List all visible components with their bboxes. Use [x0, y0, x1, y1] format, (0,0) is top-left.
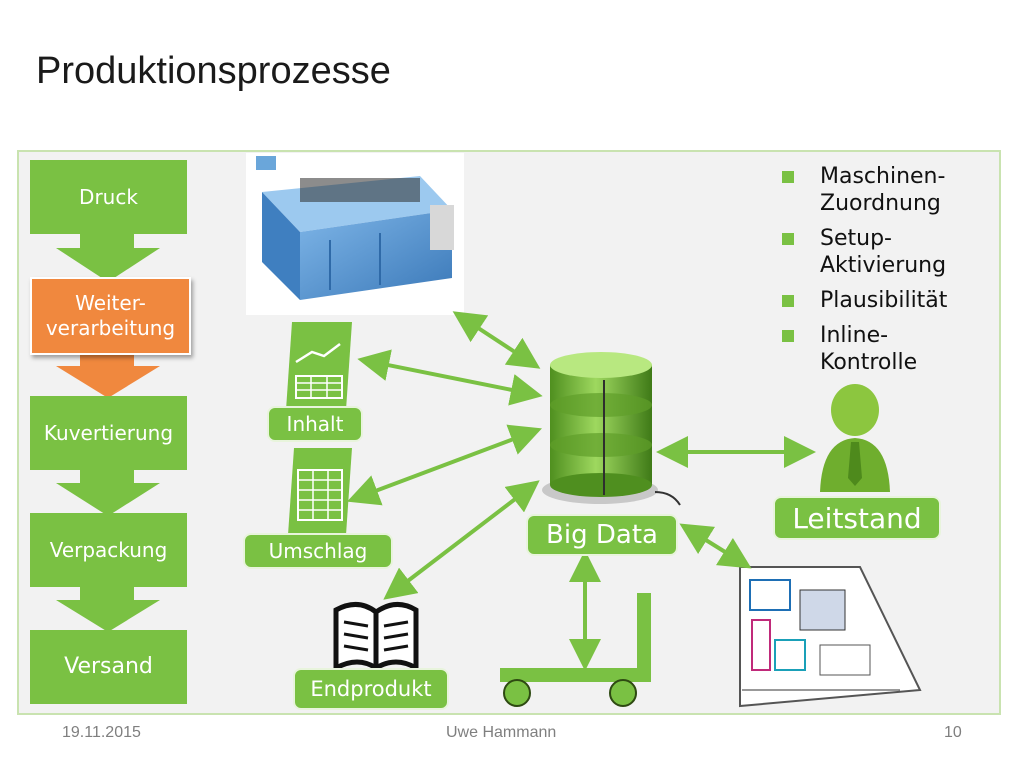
step-druck: Druck: [30, 160, 187, 234]
arrow-inhalt-db: [357, 349, 543, 406]
label-leitstand: Leitstand: [773, 496, 941, 540]
bullet-square-icon: [782, 171, 794, 183]
step-weiterverarbeitung: Weiter- verarbeitung: [30, 277, 191, 355]
bullet-item: Setup- Aktivierung: [782, 225, 982, 279]
document-inhalt-icon: [286, 322, 352, 410]
book-icon: [333, 602, 419, 673]
label-endprodukt: Endprodukt: [293, 668, 449, 710]
bullet-item: Plausibilität: [782, 287, 982, 314]
bullet-item: Maschinen- Zuordnung: [782, 163, 982, 217]
printing-machine-image: [246, 153, 464, 315]
page-title: Produktionsprozesse: [36, 50, 391, 92]
database-icon: [542, 352, 681, 506]
chevron-arrow: [56, 468, 160, 516]
cart-icon: [500, 593, 651, 707]
footer-author: Uwe Hammann: [446, 724, 557, 741]
floor-plan-image: [739, 566, 922, 708]
footer-page-number: 10: [944, 724, 962, 741]
footer-date: 19.11.2015: [62, 724, 141, 741]
label-inhalt: Inhalt: [267, 406, 363, 442]
bullet-list: Maschinen- Zuordnung Setup- Aktivierung …: [782, 163, 982, 384]
chevron-arrow: [56, 585, 160, 632]
step-versand: Versand: [30, 630, 187, 704]
document-umschlag-icon: [288, 448, 352, 535]
label-big-data: Big Data: [526, 514, 678, 556]
arrow-db-floorplan: [679, 523, 752, 569]
arrow-umschlag-db: [347, 424, 542, 506]
bullet-square-icon: [782, 233, 794, 246]
connector-arrows: [347, 311, 816, 671]
chevron-arrow: [56, 350, 160, 398]
bullet-item: Inline- Kontrolle: [782, 322, 982, 376]
step-verpackung: Verpackung: [30, 513, 187, 587]
chevron-arrow: [56, 233, 160, 282]
bullet-square-icon: [782, 330, 794, 343]
arrow-endprodukt-db: [383, 480, 540, 600]
bullet-square-icon: [782, 295, 794, 308]
step-kuvertierung: Kuvertierung: [30, 396, 187, 470]
person-icon: [820, 384, 890, 492]
arrow-machine-db: [452, 311, 541, 369]
label-umschlag: Umschlag: [243, 533, 393, 569]
